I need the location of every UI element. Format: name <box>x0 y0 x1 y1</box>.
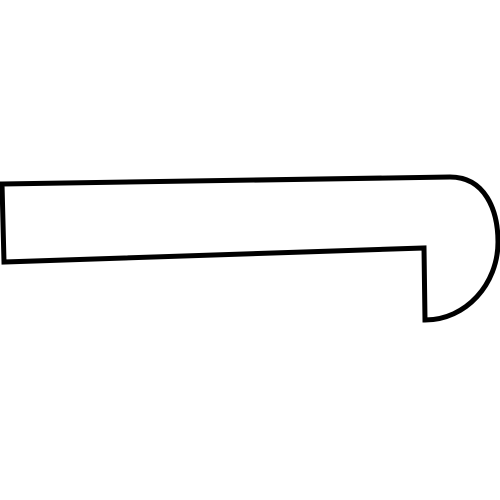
nosing-profile-outline <box>0 174 500 323</box>
